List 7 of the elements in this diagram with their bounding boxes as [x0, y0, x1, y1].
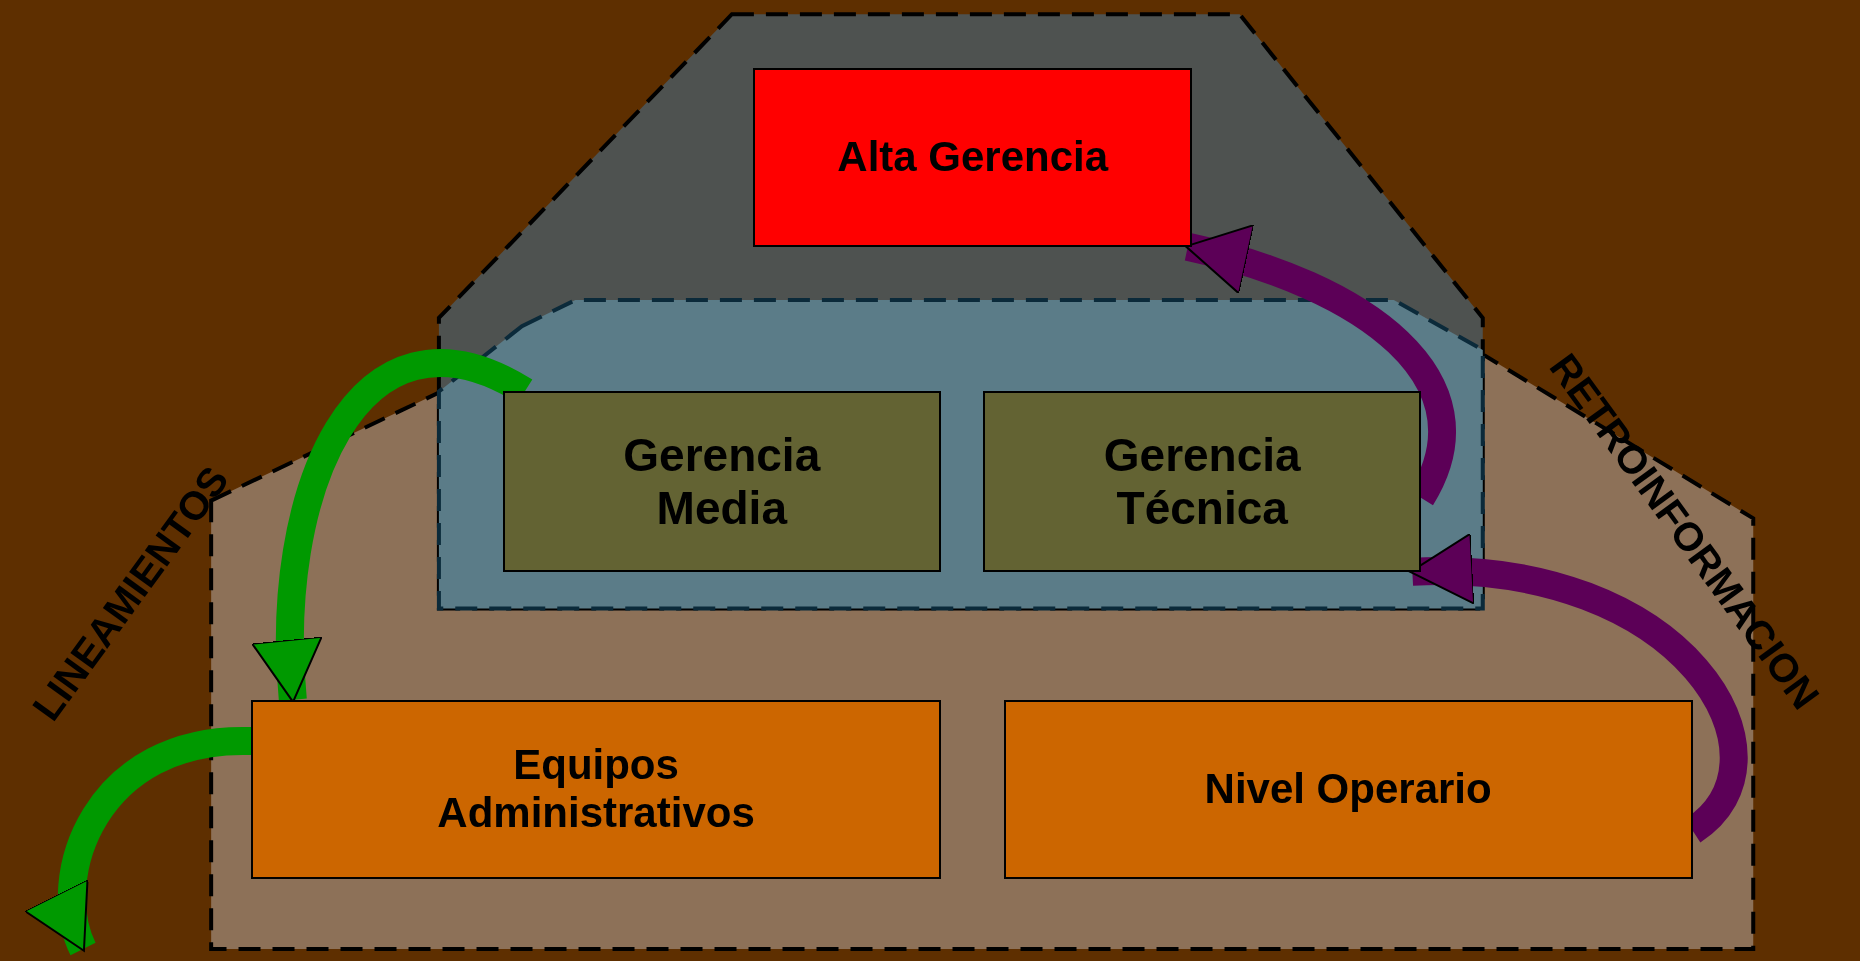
management-box: Gerencia Media [502, 391, 941, 572]
team-box: Nivel Operario [1003, 699, 1693, 879]
curved-arrow [1409, 536, 1748, 842]
curved-arrow [28, 727, 253, 954]
team-box: Equipos Administrativos [251, 699, 941, 879]
top-level-box: Alta Gerencia [753, 67, 1193, 247]
management-box: Gerencia Técnica [983, 391, 1422, 572]
